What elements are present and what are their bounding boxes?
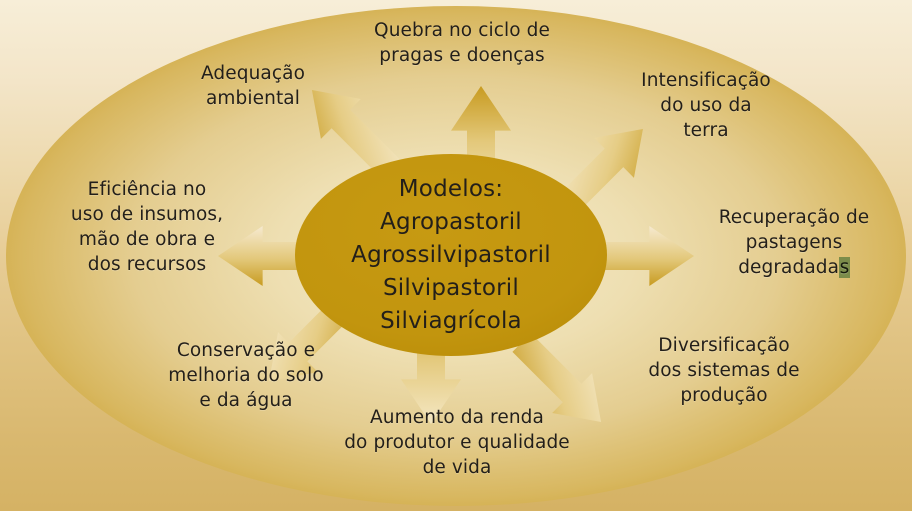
spoke-label-diversificacao-sistemas: Diversificação dos sistemas de produção [648, 335, 800, 406]
hub-line-2: Agrossilvipastoril [351, 241, 551, 268]
spoke-label-quebra-ciclo-pragas: Quebra no ciclo de pragas e doenças [374, 20, 550, 66]
spoke-label-aumento-renda: Aumento da renda do produtor e qualidade… [344, 407, 570, 478]
center-ellipse [295, 154, 607, 356]
spoke-label-conservacao-solo-agua: Conservação e melhoria do solo e da água [168, 340, 324, 411]
spoke-label-intensificacao-uso-terra: Intensificação do uso da terra [641, 70, 771, 141]
recuperacao-text: Recuperação de pastagens degradada [718, 207, 870, 278]
recuperacao-highlight-s: s [839, 257, 850, 278]
hub-line-3: Silvipastoril [383, 274, 519, 301]
spoke-label-eficiencia-insumos: Eficiência no uso de insumos, mão de obr… [70, 179, 224, 275]
spoke-label-recuperacao-pastagens: Recuperação de pastagens degradadas [704, 205, 884, 280]
hub-line-0: Modelos: [398, 175, 504, 202]
spoke-label-adequacao-ambiental: Adequação ambiental [201, 63, 305, 109]
hub-line-1: Agropastoril [380, 208, 522, 235]
hub-line-4: Silviagrícola [380, 307, 522, 334]
hub-label: Modelos: Agropastoril Agrossilvipastoril… [296, 160, 606, 350]
